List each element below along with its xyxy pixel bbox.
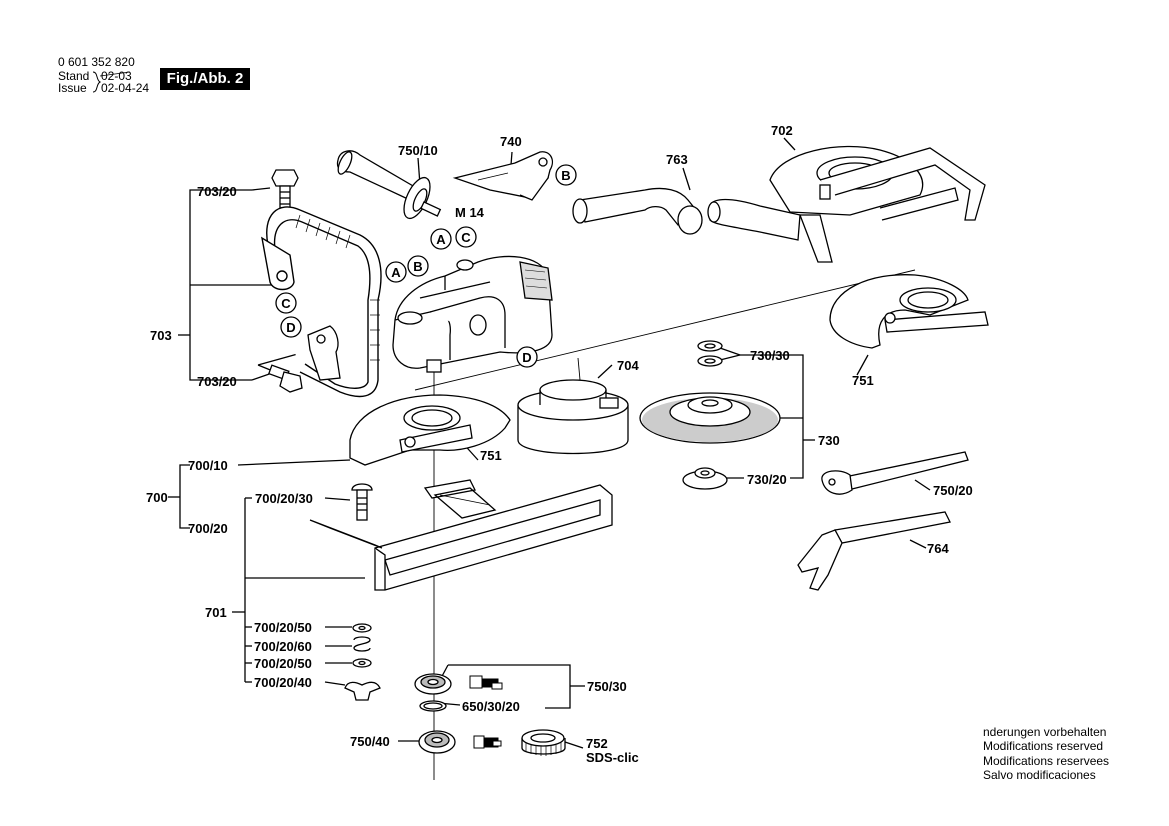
- washers-730-30: [697, 340, 723, 367]
- sds-clic-nut-752: [521, 729, 566, 756]
- label-700-20-60: 700/20/60: [254, 639, 312, 654]
- label-703: 703: [150, 328, 172, 343]
- bolt-703-20-top: [271, 169, 299, 209]
- bolt-703-20-bottom: [267, 364, 303, 393]
- label-750-20: 750/20: [933, 483, 973, 498]
- guard-751-lower: [349, 394, 511, 466]
- label-sds-clic: SDS-clic: [586, 750, 639, 765]
- notice-line-es: Salvo modificaciones: [983, 767, 1096, 782]
- label-751-right: 751: [852, 373, 874, 388]
- bolt-700-20-30: [351, 483, 373, 521]
- label-700-20-50-a: 700/20/50: [254, 620, 312, 635]
- aux-handle-750-10: [336, 150, 442, 220]
- svg-text:B: B: [413, 259, 422, 274]
- marker-d-bracket: D: [280, 316, 302, 338]
- label-751-lower: 751: [480, 448, 502, 463]
- svg-text:D: D: [286, 320, 295, 335]
- part-number: 0 601 352 820: [58, 55, 135, 69]
- tool-symbol-750-30: [469, 675, 503, 690]
- marker-d-body: D: [516, 346, 538, 368]
- label-750-30: 750/30: [587, 679, 627, 694]
- issue-label: Issue: [58, 81, 87, 95]
- label-702: 702: [771, 123, 793, 138]
- handle-bracket-703: [307, 325, 341, 381]
- svg-text:D: D: [522, 350, 531, 365]
- figure-label-badge: Fig./Abb. 2: [160, 68, 250, 90]
- svg-text:C: C: [461, 230, 471, 245]
- label-764: 764: [927, 541, 949, 556]
- svg-text:A: A: [436, 232, 446, 247]
- label-700-20-30: 700/20/30: [255, 491, 313, 506]
- stand-strike: [99, 71, 131, 77]
- callout-labels: 750/10 740 763 702 M 14 703/20 703 703/2…: [146, 123, 973, 765]
- label-700-20-40: 700/20/40: [254, 675, 312, 690]
- plate-740: [452, 151, 554, 201]
- label-763: 763: [666, 152, 688, 167]
- grinder-body: [392, 255, 553, 373]
- guide-700-20: [309, 479, 613, 591]
- marker-a-body: A: [385, 261, 407, 283]
- label-740: 740: [500, 134, 522, 149]
- flange-750-40: [418, 730, 456, 754]
- disc-730: [639, 392, 781, 444]
- notice-line-en: Modifications reserved: [983, 739, 1104, 754]
- handle-703: [261, 206, 382, 398]
- washer-stack-700-20: [344, 623, 381, 701]
- label-750-40: 750/40: [350, 734, 390, 749]
- issue-date: 02-04-24: [101, 81, 149, 95]
- label-730-20: 730/20: [747, 472, 787, 487]
- label-730-30: 730/30: [750, 348, 790, 363]
- header-block: 0 601 352 820 Stand Issue 02-03 02-04-24: [58, 55, 149, 95]
- collar-704: [517, 379, 629, 455]
- header-brace: [92, 71, 102, 93]
- tool-symbol-750-40: [473, 735, 502, 749]
- label-752: 752: [586, 736, 608, 751]
- svg-text:A: A: [391, 265, 401, 280]
- label-703-20-bottom: 703/20: [197, 374, 237, 389]
- marker-a-handle: A: [430, 228, 452, 250]
- stand-label: Stand: [58, 69, 89, 83]
- marker-c-bracket: C: [275, 292, 297, 314]
- marker-c-handle: C: [455, 226, 477, 248]
- label-700-20: 700/20: [188, 521, 228, 536]
- svg-text:C: C: [281, 296, 291, 311]
- modifications-notice: nderungen vorbehalten Modifications rese…: [983, 725, 1109, 782]
- label-750-10: 750/10: [398, 143, 438, 158]
- hood-702: [707, 145, 986, 263]
- hose-763: [572, 187, 703, 235]
- marker-b-body: B: [407, 255, 429, 277]
- label-700: 700: [146, 490, 168, 505]
- svg-text:B: B: [561, 168, 570, 183]
- label-700-10: 700/10: [188, 458, 228, 473]
- marker-b-plate: B: [555, 164, 577, 186]
- label-730: 730: [818, 433, 840, 448]
- label-700-20-50-b: 700/20/50: [254, 656, 312, 671]
- label-650-30-20: 650/30/20: [462, 699, 520, 714]
- assembly-markers: B A C A B C D D: [275, 164, 577, 368]
- label-m14: M 14: [455, 205, 485, 220]
- guard-751-right: [829, 274, 989, 349]
- notice-line-de: nderungen vorbehalten: [983, 725, 1107, 739]
- spanner-764: [797, 511, 951, 591]
- notice-line-fr: Modifications reservees: [983, 753, 1110, 768]
- label-701: 701: [205, 605, 227, 620]
- spanner-750-20: [821, 451, 969, 495]
- label-704: 704: [617, 358, 639, 373]
- flange-730-20: [682, 467, 728, 490]
- flange-nut-750-30: [414, 673, 452, 712]
- label-703-20-top: 703/20: [197, 184, 237, 199]
